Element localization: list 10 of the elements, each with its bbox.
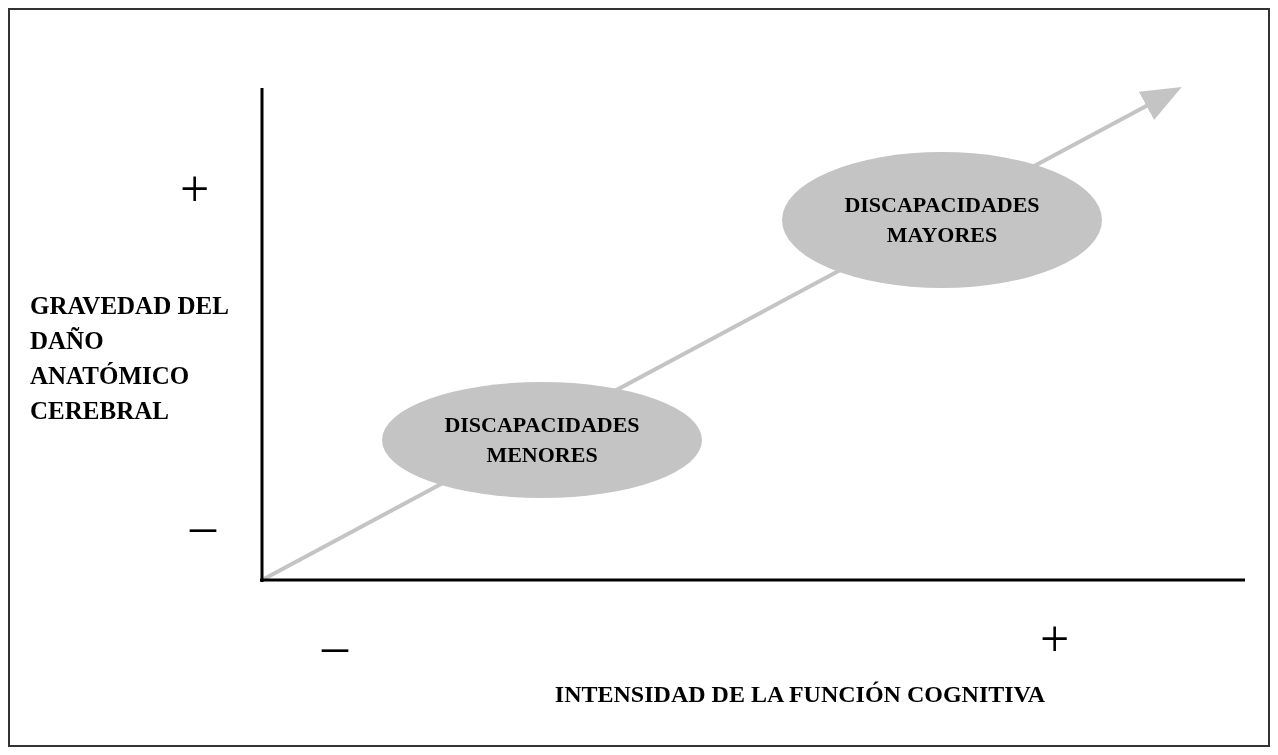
axis-title: INTENSIDAD DE LA FUNCIÓN COGNITIVA <box>553 680 1047 709</box>
ellipse-node <box>382 382 702 498</box>
node-label: DISCAPACIDADES MAYORES <box>843 191 1041 249</box>
plus-sign: + <box>180 159 210 219</box>
ellipse-node <box>782 152 1102 288</box>
node-label: DISCAPACIDADES MENORES <box>443 411 641 469</box>
axis-title: GRAVEDAD DEL DAÑO ANATÓMICO CEREBRAL <box>30 291 229 426</box>
minus-sign: – <box>190 496 216 556</box>
minus-sign: – <box>322 616 348 676</box>
plus-sign: + <box>1040 609 1070 669</box>
